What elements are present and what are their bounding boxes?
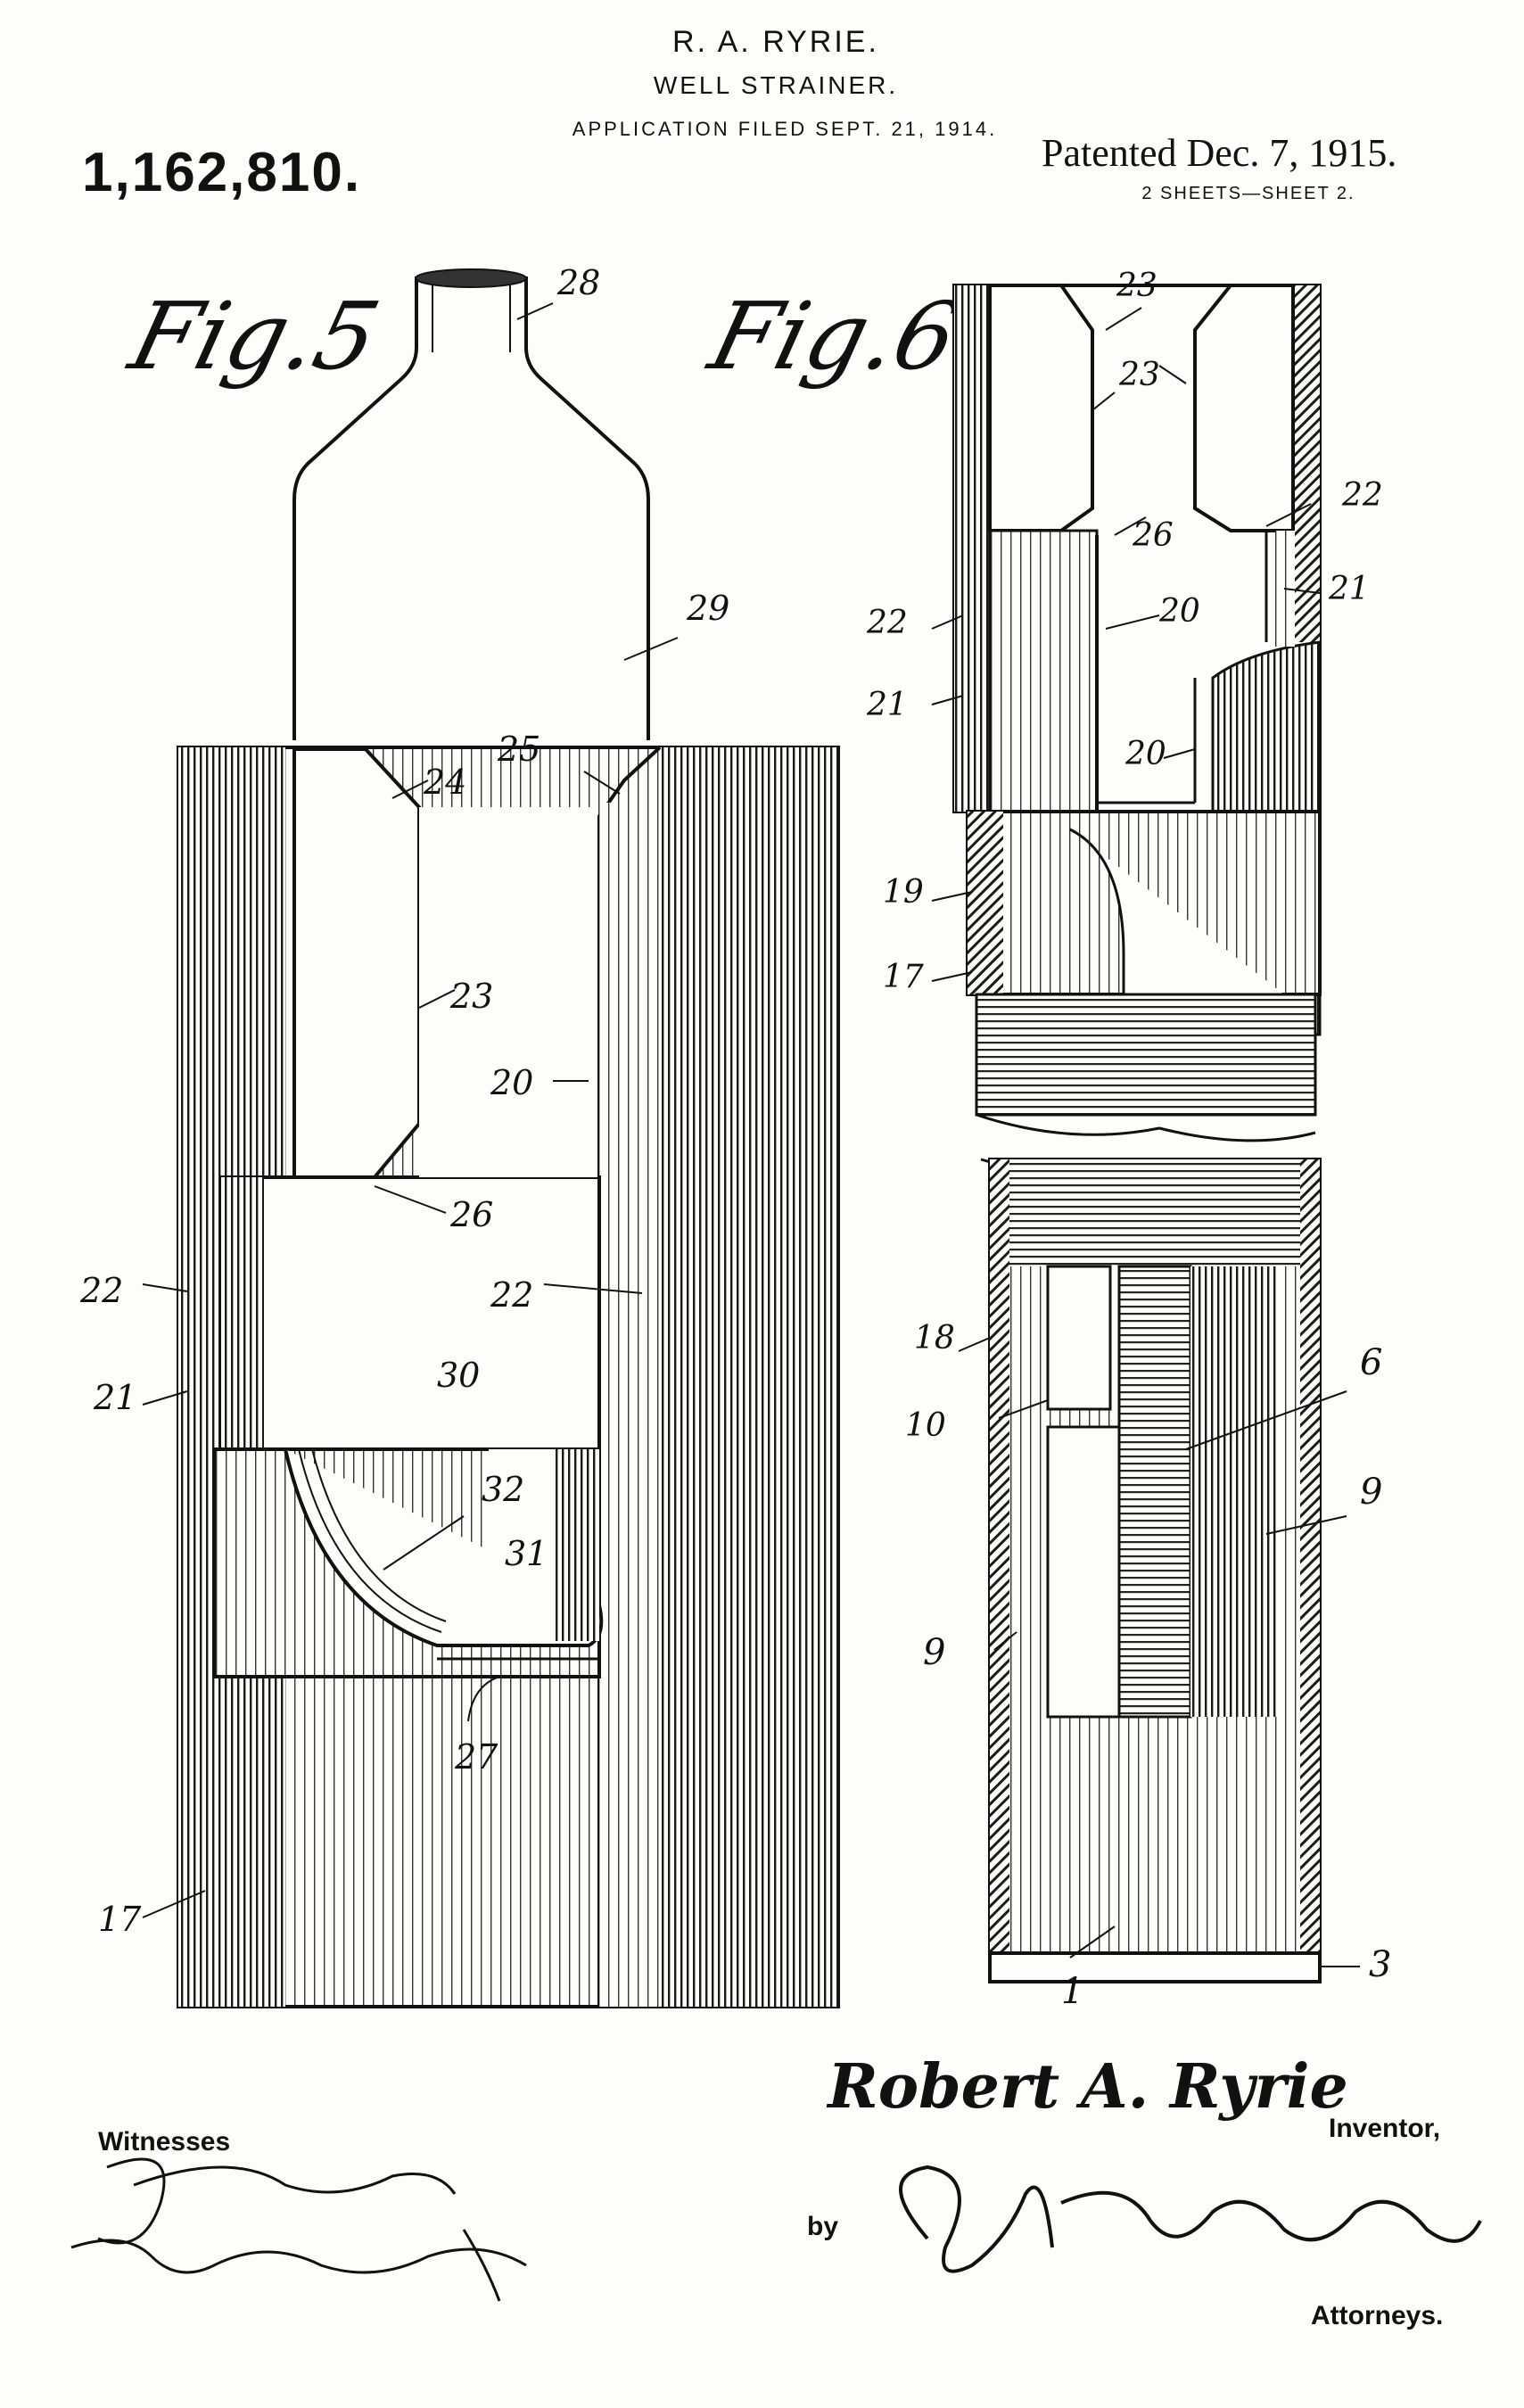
fig5-ref-31: 31 (505, 1534, 548, 1573)
fig5-ref-23: 23 (450, 977, 494, 1016)
header-title: WELL STRAINER. (653, 71, 899, 99)
fig6-ref-22b: 22 (867, 605, 908, 641)
fig6-ref-23a: 23 (1116, 268, 1157, 304)
inventor-signature: Robert A. Ryrie (828, 2051, 1348, 2123)
fig6-ref-9a: 9 (1360, 1472, 1383, 1513)
fig6-ref-1: 1 (1061, 1971, 1084, 2012)
fig6-ref-19: 19 (883, 874, 924, 911)
fig6-ref-26: 26 (1133, 517, 1174, 554)
fig5-ref-21: 21 (94, 1378, 137, 1417)
fig6-ref-20b: 20 (1125, 736, 1166, 772)
fig5-ref-20: 20 (490, 1063, 534, 1102)
header-inventor: R. A. RYRIE. (672, 25, 879, 59)
fig5-ref-22b: 22 (490, 1275, 534, 1315)
fig6-ref-22a: 22 (1342, 477, 1383, 514)
fig5-ref-27: 27 (455, 1737, 498, 1777)
fig5-ref-32: 32 (482, 1470, 525, 1509)
fig6-ref-6: 6 (1360, 1342, 1383, 1383)
witnesses-label: Witnesses (98, 2127, 231, 2156)
attorney-signature (899, 2165, 1482, 2273)
witness-signatures (70, 2157, 527, 2302)
fig6-ref-9b: 9 (923, 1632, 946, 1673)
fig6-ref-20a: 20 (1159, 593, 1200, 630)
application-filed: APPLICATION FILED SEPT. 21, 1914. (572, 118, 998, 140)
fig6-ref-3: 3 (1369, 1944, 1392, 1985)
fig5-ref-25: 25 (498, 730, 541, 769)
sheet-count: 2 SHEETS—SHEET 2. (1141, 184, 1355, 203)
fig6-ref-17: 17 (883, 959, 924, 995)
fig6-ref-18: 18 (914, 1320, 955, 1357)
fig5-ref-22a: 22 (80, 1271, 124, 1310)
fig6-ref-21b: 21 (867, 687, 908, 723)
fig5-ref-29: 29 (687, 589, 730, 628)
fig5-ref-30: 30 (437, 1356, 481, 1395)
fig5-ref-17: 17 (98, 1900, 142, 1939)
inventor-label: Inventor, (1329, 2114, 1441, 2143)
fig6-drawing (931, 284, 1360, 1983)
fig5-ref-26: 26 (450, 1195, 494, 1234)
fig6-ref-21a: 21 (1329, 571, 1370, 607)
fig5-ref-24: 24 (424, 763, 467, 802)
fig6-ref-10: 10 (905, 1407, 946, 1444)
patent-number: 1,162,810. (82, 142, 362, 203)
patented-date: Patented Dec. 7, 1915. (1042, 131, 1397, 175)
fig5-drawing (142, 268, 840, 2008)
by-label: by (807, 2212, 839, 2241)
fig5-ref-28: 28 (557, 263, 601, 302)
fig6-ref-23b: 23 (1119, 357, 1160, 393)
attorneys-label: Attorneys. (1311, 2301, 1444, 2330)
